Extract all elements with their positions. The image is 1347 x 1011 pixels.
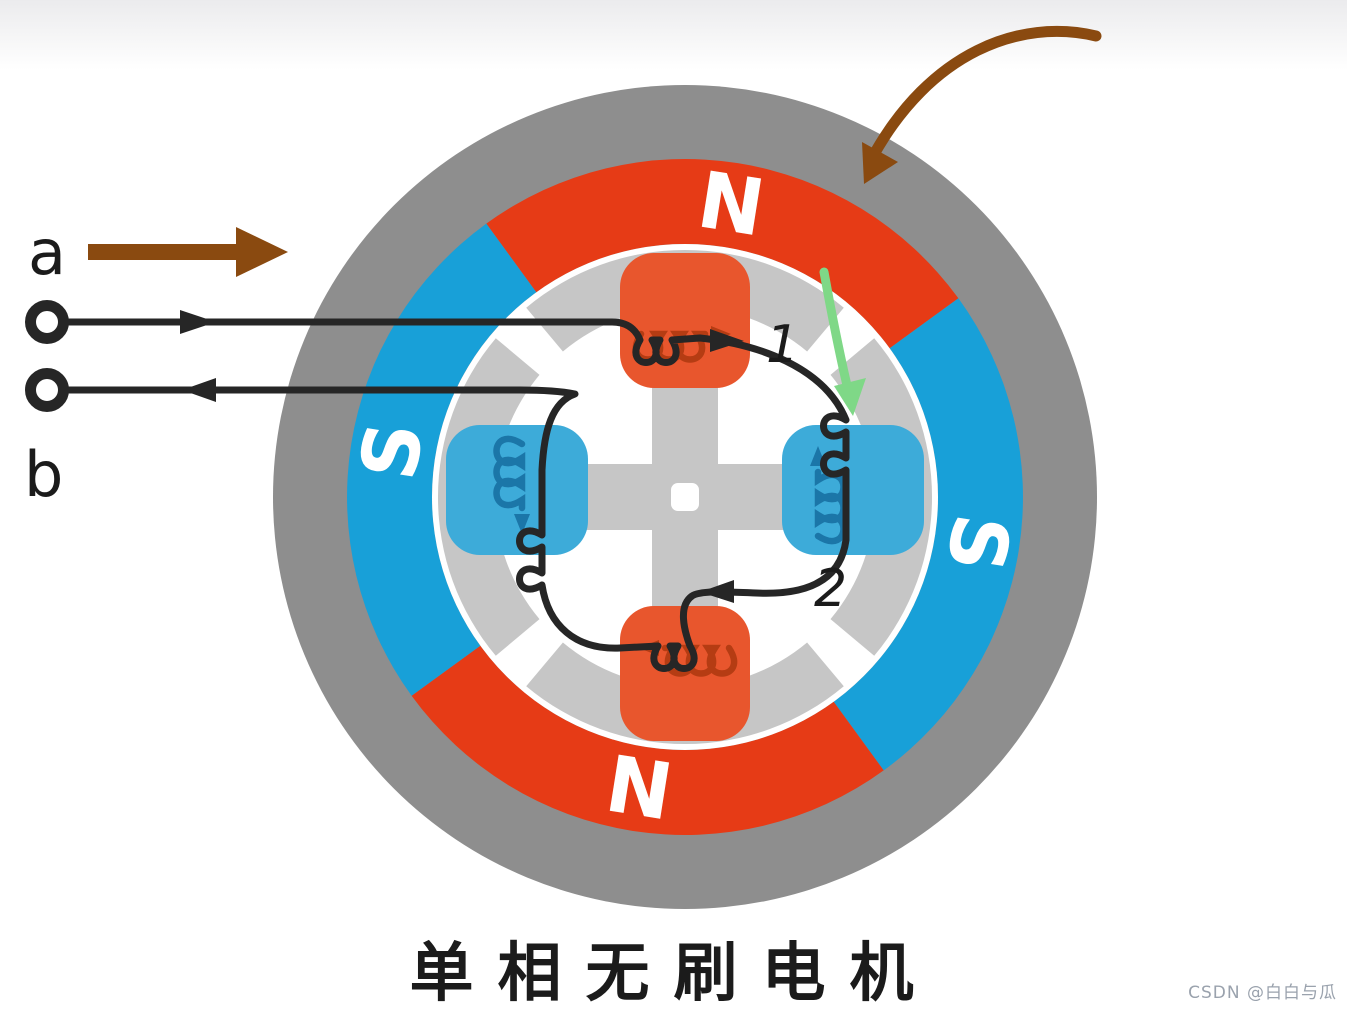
magnet-pointer-head bbox=[862, 142, 898, 184]
magnet-arc-top-n bbox=[486, 159, 959, 349]
winding-wire bbox=[64, 318, 850, 672]
wire-arrow-a-in bbox=[180, 310, 216, 334]
watermark-text: CSDN @白白与瓜 bbox=[1188, 983, 1337, 1003]
magnet-arc-bottom-n bbox=[411, 645, 884, 835]
magnet-label-left-s: S bbox=[344, 416, 442, 486]
coil2-label: 2 bbox=[814, 559, 847, 619]
terminal-a-circle bbox=[25, 300, 69, 344]
wire-arrow-b-out bbox=[182, 378, 216, 402]
terminal-b-label: b bbox=[24, 438, 63, 511]
top-gradient bbox=[0, 0, 1347, 70]
green-pointer-arrow bbox=[819, 267, 866, 416]
wire-arrow-mid bbox=[700, 580, 734, 603]
current-arrow-a bbox=[88, 227, 288, 277]
caption-title: 单相无刷电机 bbox=[409, 937, 938, 1011]
terminal-a-label: a bbox=[28, 216, 66, 289]
coil1-label: 1 bbox=[766, 315, 799, 375]
magnet-pointer-shaft bbox=[866, 25, 1102, 164]
green-pointer-head bbox=[834, 378, 866, 416]
green-pointer-shaft bbox=[819, 267, 854, 399]
magnet-label-bottom-n: N bbox=[600, 739, 679, 838]
terminal-b-circle bbox=[25, 368, 69, 412]
wire-arrowheads bbox=[180, 310, 744, 603]
wire-arrow-top bbox=[710, 329, 744, 352]
rotor-shaft bbox=[671, 483, 699, 511]
magnet-arc-left-s bbox=[347, 223, 537, 696]
magnet-arc-right-s bbox=[833, 298, 1023, 771]
magnet-label-top-n: N bbox=[692, 155, 771, 254]
pole-right bbox=[782, 425, 924, 555]
pole-top bbox=[620, 253, 750, 388]
magnet-label-right-s: S bbox=[928, 508, 1026, 578]
magnet-pointer-arrow bbox=[862, 25, 1102, 184]
pole-left bbox=[446, 425, 588, 555]
current-arrow-a-head bbox=[236, 227, 288, 277]
